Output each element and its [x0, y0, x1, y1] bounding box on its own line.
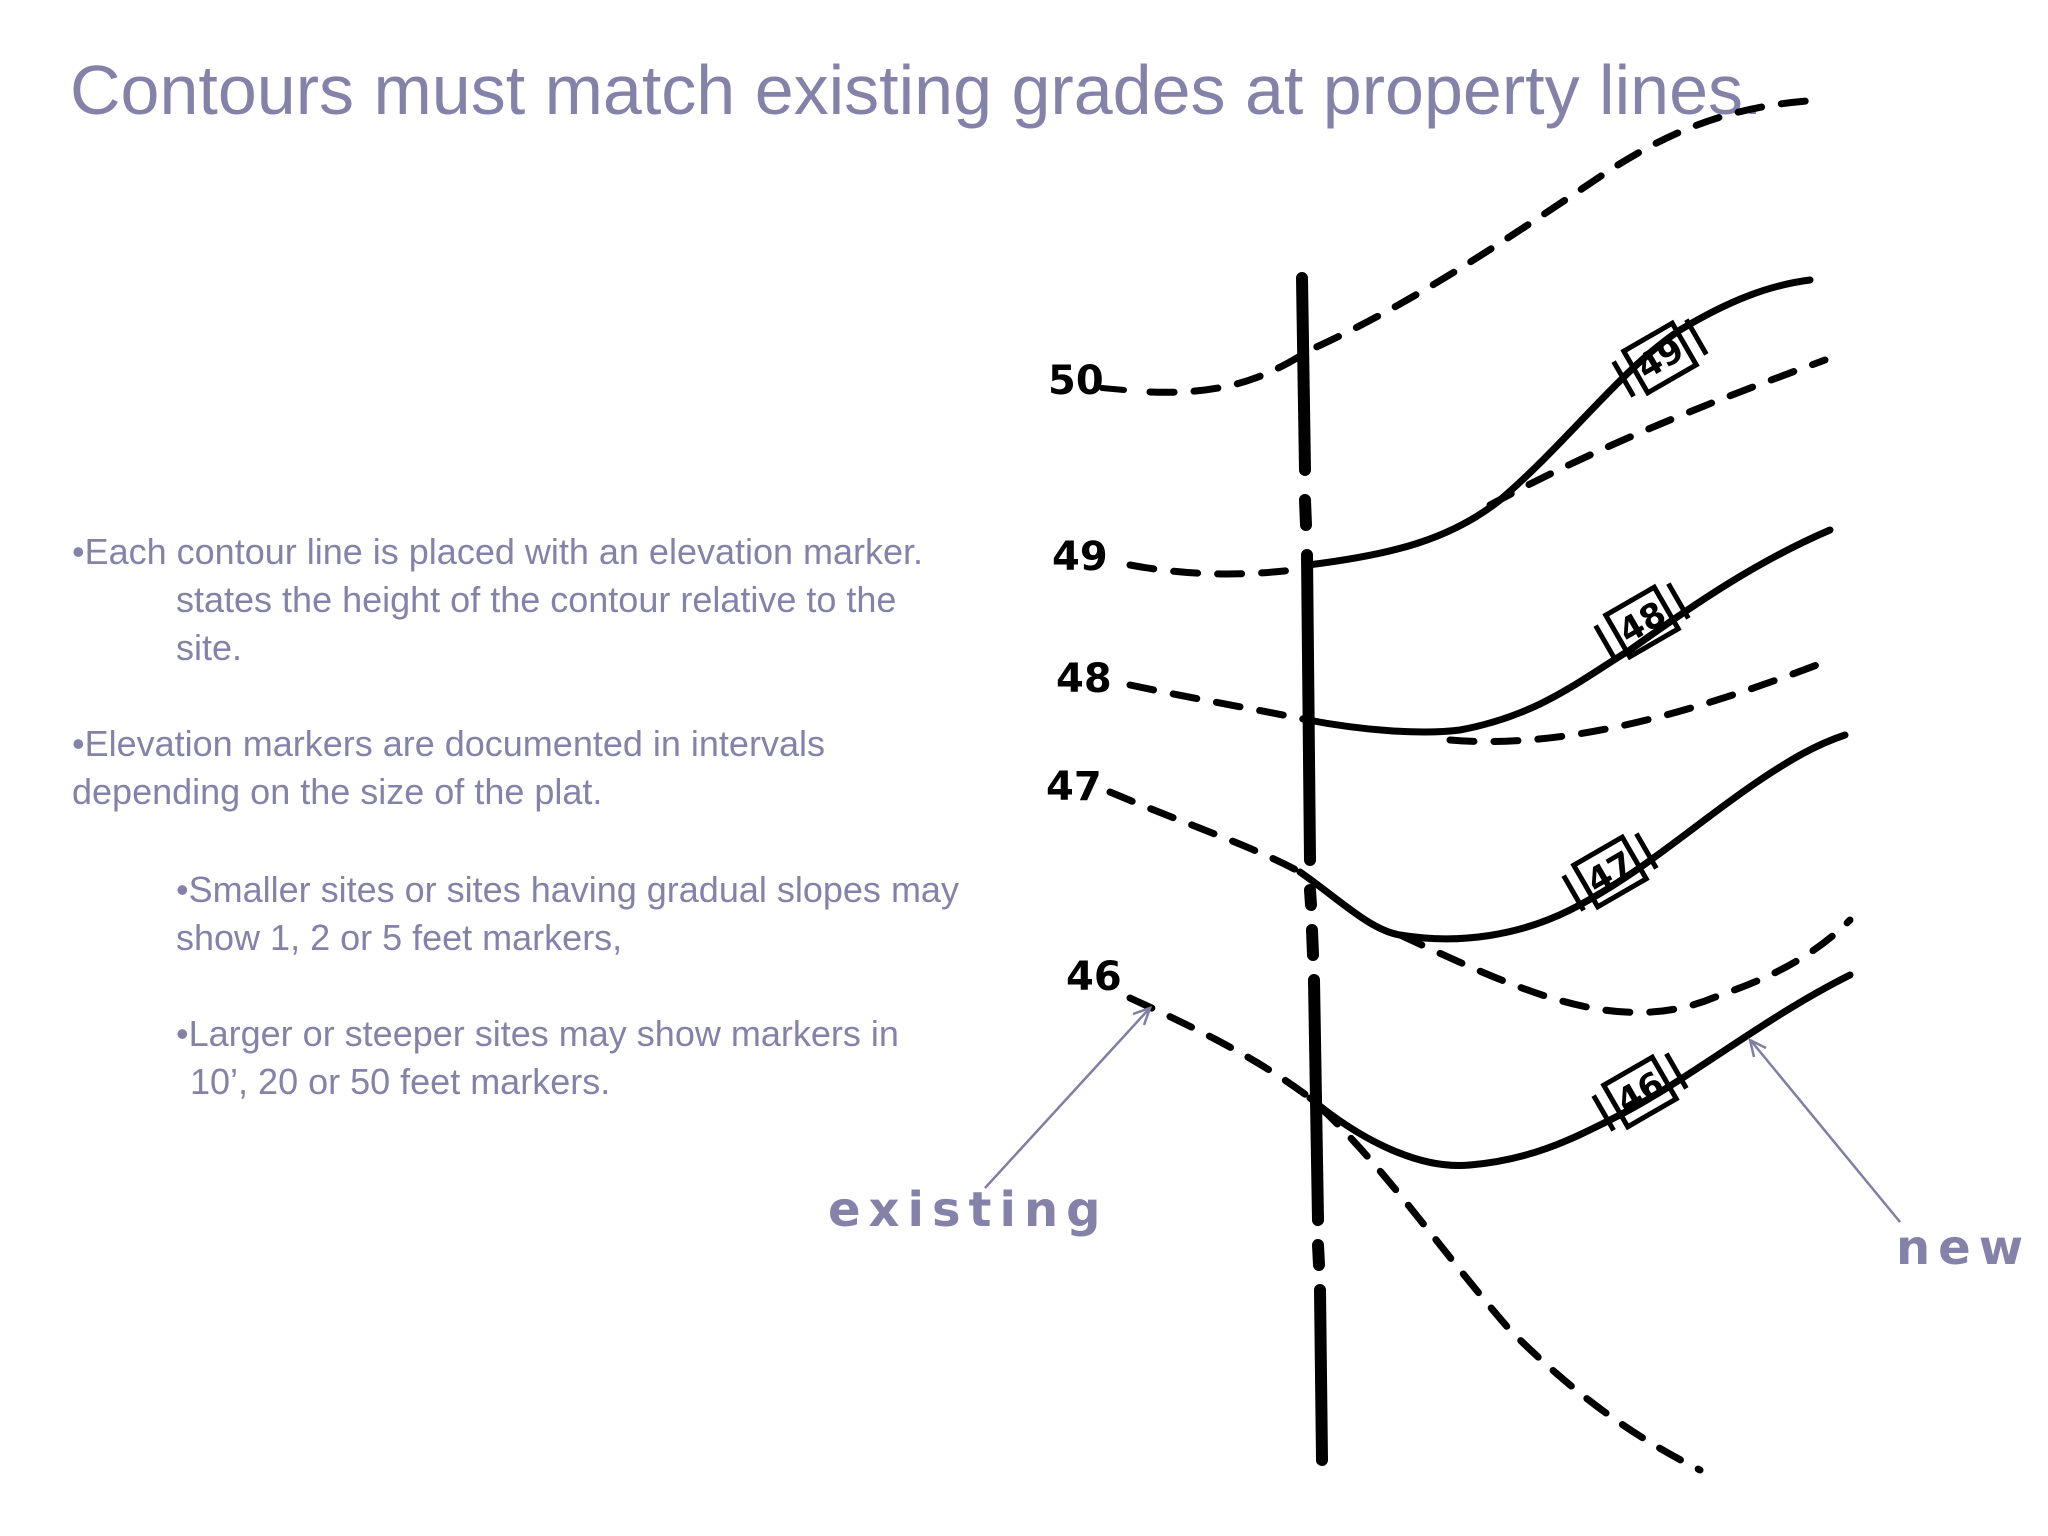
new-marker-48: 48	[1593, 582, 1691, 662]
bullet-1-line-3: site.	[176, 627, 243, 668]
existing-pointer-arrow	[984, 1005, 1153, 1189]
property-line	[1296, 272, 1328, 1466]
new-contour-49	[1304, 276, 1814, 569]
bullet-3-line-1: •Smaller sites or sites having gradual s…	[176, 869, 959, 910]
new-contour-48	[1304, 526, 1834, 736]
new-marker-46: 46	[1591, 1052, 1689, 1132]
bullet-4-line-2: 10’, 20 or 50 feet markers.	[190, 1061, 611, 1102]
bullet-2-line-2: depending on the size of the plat.	[72, 771, 603, 812]
slide-title: Contours must match existing grades at p…	[70, 51, 1763, 129]
existing-marker-48: 48	[1056, 656, 1112, 702]
bullet-1-line-1: •Each contour line is placed with an ele…	[72, 531, 924, 572]
existing-contours	[1106, 96, 1854, 1474]
new-label: new	[1896, 1220, 2032, 1276]
existing-label: existing	[828, 1182, 1109, 1238]
new-contours	[1296, 276, 1854, 1170]
existing-contour-47	[1106, 788, 1854, 1016]
existing-marker-46: 46	[1066, 954, 1122, 1000]
new-contour-46	[1306, 971, 1854, 1170]
bullet-1-line-2: states the height of the contour relativ…	[176, 579, 897, 620]
existing-marker-47: 47	[1046, 764, 1102, 810]
bullet-3-line-2: show 1, 2 or 5 feet markers,	[176, 917, 623, 958]
new-marker-47: 47	[1561, 832, 1659, 912]
new-contour-47	[1296, 731, 1849, 943]
existing-marker-49: 49	[1052, 534, 1108, 580]
bullet-4-line-1: •Larger or steeper sites may show marker…	[176, 1013, 899, 1054]
new-marker-49: 49	[1611, 318, 1709, 398]
existing-contour-48	[1126, 656, 1834, 746]
existing-contour-50	[1146, 96, 1824, 396]
existing-contour-46	[1126, 994, 1704, 1474]
existing-contour-49	[1126, 356, 1829, 578]
new-pointer-arrow	[1748, 1037, 1901, 1223]
existing-marker-50: 50	[1048, 358, 1104, 404]
bullet-2-line-1: •Elevation markers are documented in int…	[72, 723, 825, 764]
